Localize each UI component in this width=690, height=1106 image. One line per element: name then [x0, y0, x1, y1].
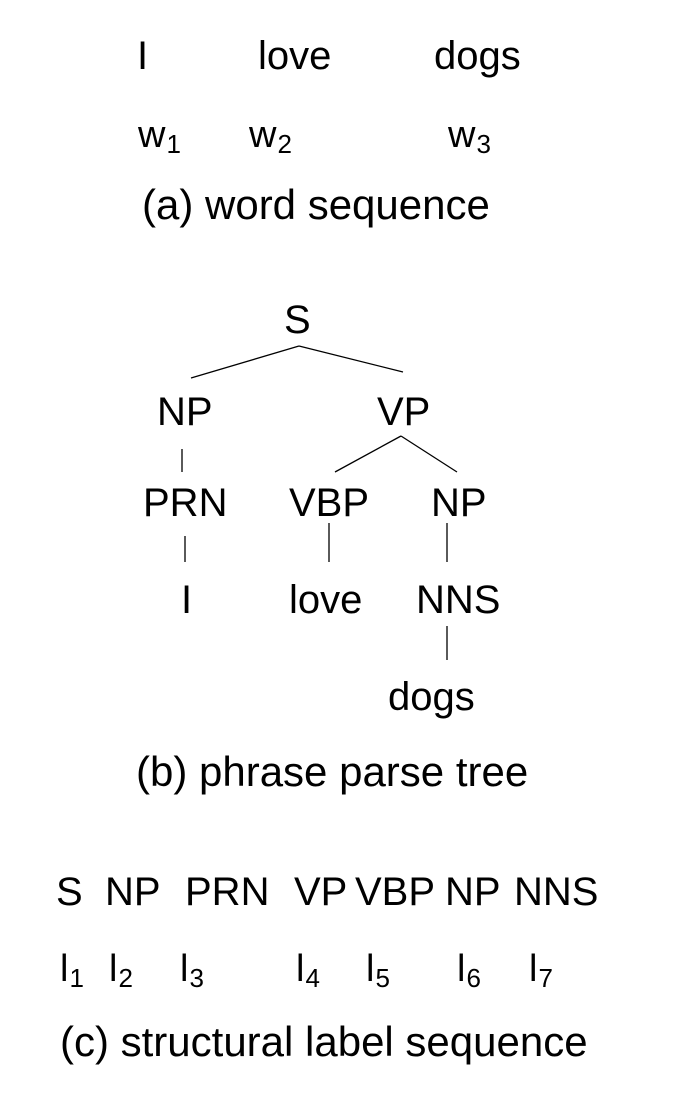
- struct-label-2: NP: [105, 870, 161, 914]
- word-index-1: w1: [138, 114, 181, 159]
- caption-c: (c) structural label sequence: [60, 1018, 588, 1065]
- caption-a: (a) word sequence: [142, 181, 490, 228]
- leaf-i: I: [181, 578, 193, 622]
- edge-s-vp: [298, 345, 404, 373]
- word-index-3: w3: [448, 114, 491, 159]
- edge-vp-vbp: [334, 435, 402, 473]
- word-1: I: [137, 34, 149, 78]
- node-vbp: VBP: [289, 481, 370, 525]
- node-s: S: [284, 298, 311, 342]
- label-index-2: l2: [109, 948, 133, 993]
- struct-label-7: NNS: [514, 870, 599, 914]
- struct-label-4: VP: [294, 870, 348, 914]
- label-index-7: l7: [529, 948, 553, 993]
- struct-label-3: PRN: [185, 870, 270, 914]
- label-index-6: l6: [457, 948, 481, 993]
- label-index-3: l3: [180, 948, 204, 993]
- word-3: dogs: [434, 34, 521, 78]
- node-np-2: NP: [431, 481, 487, 525]
- struct-label-5: VBP: [355, 870, 436, 914]
- caption-b: (b) phrase parse tree: [136, 748, 529, 795]
- node-vp: VP: [377, 390, 431, 434]
- label-index-5: l5: [366, 948, 390, 993]
- label-index-1: l1: [60, 948, 84, 993]
- struct-label-1: S: [56, 870, 83, 914]
- node-np: NP: [157, 390, 213, 434]
- label-index-4: l4: [296, 948, 320, 993]
- struct-label-6: NP: [445, 870, 501, 914]
- edge-vp-np: [400, 435, 458, 473]
- word-index-2: w2: [249, 114, 292, 159]
- edge-s-np: [190, 345, 300, 379]
- word-2: love: [258, 34, 332, 78]
- leaf-dogs: dogs: [388, 675, 475, 719]
- node-nns: NNS: [416, 578, 501, 622]
- leaf-love: love: [289, 578, 363, 622]
- node-prn: PRN: [143, 481, 228, 525]
